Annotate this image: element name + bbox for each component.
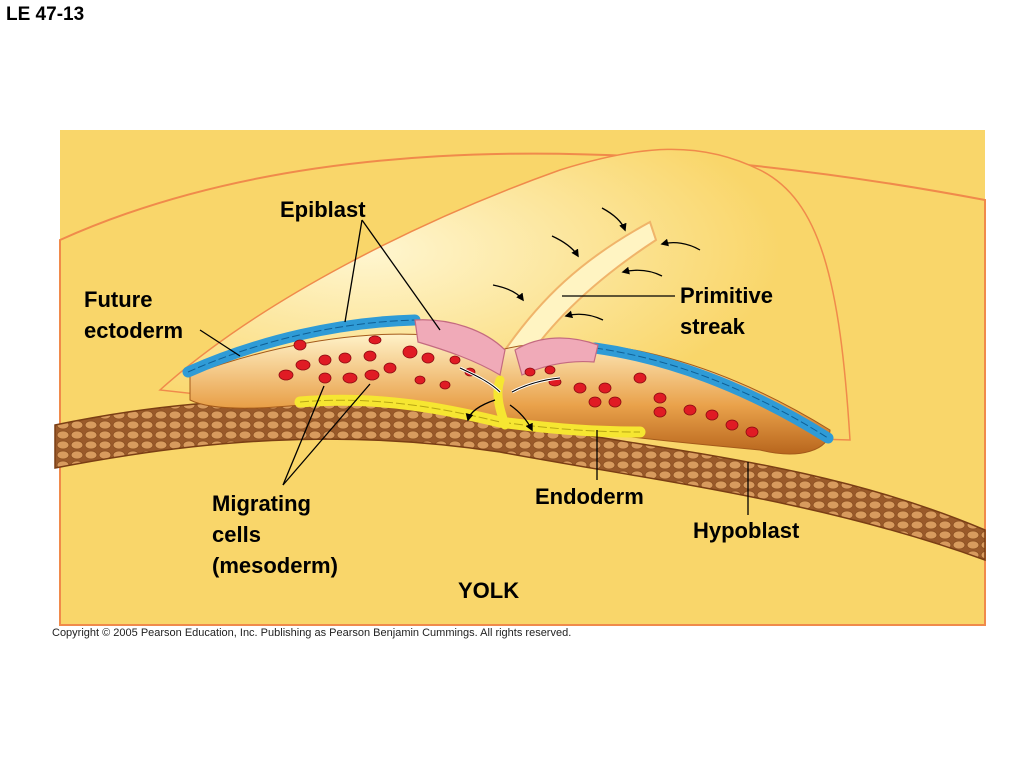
label-primitive-streak: Primitive streak bbox=[680, 280, 773, 342]
label-migrating-cells-line1: Migrating bbox=[212, 491, 311, 516]
label-future-ectoderm-line1: Future bbox=[84, 287, 153, 312]
label-primitive-streak-line2: streak bbox=[680, 314, 745, 339]
endoderm-invaginating-cells bbox=[493, 375, 510, 430]
label-future-ectoderm-line2: ectoderm bbox=[84, 318, 184, 343]
leader-epiblast-left bbox=[344, 219, 363, 323]
leader-epiblast-right bbox=[361, 219, 441, 331]
label-hypoblast: Hypoblast bbox=[693, 518, 800, 543]
surface-movement-arrows bbox=[492, 207, 701, 321]
label-yolk: YOLK bbox=[458, 578, 520, 603]
label-future-ectoderm: Future ectoderm bbox=[84, 284, 183, 346]
ectoderm-outline-right bbox=[594, 347, 829, 439]
endoderm-outline bbox=[299, 399, 641, 433]
migration-paths bbox=[459, 366, 561, 432]
leader-migrating-1 bbox=[282, 385, 325, 486]
leader-future-ectoderm bbox=[199, 329, 241, 357]
label-migrating-cells-line3: (mesoderm) bbox=[212, 553, 338, 578]
copyright-notice: Copyright © 2005 Pearson Education, Inc.… bbox=[52, 627, 572, 639]
label-migrating-cells: Migrating cells (mesoderm) bbox=[212, 488, 338, 581]
primitive-streak-groove bbox=[503, 220, 658, 364]
epiblast-cluster-left bbox=[414, 319, 506, 376]
ectoderm-outline-left bbox=[187, 319, 416, 373]
leader-migrating-2 bbox=[282, 383, 371, 486]
figure-id: LE 47-13 bbox=[6, 4, 85, 25]
label-endoderm: Endoderm bbox=[535, 484, 644, 509]
epiblast-cluster-right bbox=[514, 337, 599, 376]
label-leader-lines bbox=[199, 219, 749, 515]
label-migrating-cells-line2: cells bbox=[212, 522, 261, 547]
label-primitive-streak-line1: Primitive bbox=[680, 283, 773, 308]
label-epiblast: Epiblast bbox=[280, 197, 366, 222]
